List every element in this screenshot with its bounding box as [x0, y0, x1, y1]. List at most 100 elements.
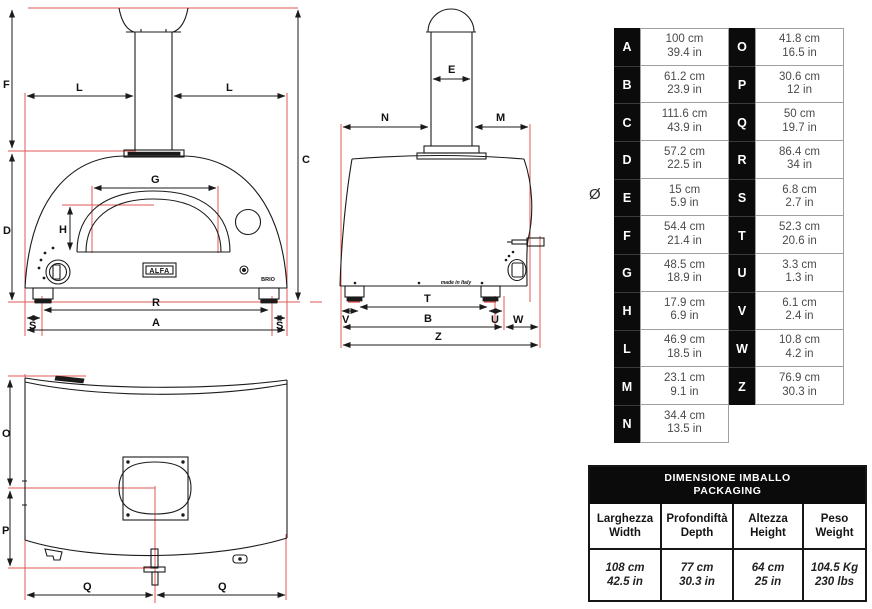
- gas-inlet-pipe: [511, 239, 528, 245]
- packaging-value-metric: 64 cm: [751, 562, 785, 574]
- dim-value-cm: 41.8 cm: [779, 33, 820, 46]
- dim-label-h: H: [59, 224, 67, 236]
- dim-value-in: 1.3 in: [785, 272, 814, 285]
- packaging-value-imperial: 42.5 in: [607, 576, 643, 588]
- dim-letter-cell: T: [729, 216, 755, 255]
- dim-value-in: 34 in: [787, 159, 812, 172]
- dim-label-w: W: [513, 314, 524, 326]
- dim-value-cm: 57.2 cm: [664, 145, 705, 158]
- dim-value-cm: 100 cm: [665, 33, 704, 46]
- dim-label-s-right: S: [276, 320, 283, 332]
- packaging-label-italian: Larghezza: [596, 513, 654, 525]
- dim-label-f: F: [3, 79, 10, 91]
- side-view-drawing: made in Italy E N M T V U B W Z: [310, 8, 545, 348]
- dim-value-cm: 111.6 cm: [661, 108, 708, 121]
- dim-value-cm: 6.8 cm: [782, 183, 817, 196]
- dim-value-cm: 15 cm: [668, 183, 701, 196]
- dim-value-cm: 46.9 cm: [664, 334, 705, 347]
- dim-value-in: 2.4 in: [785, 310, 814, 323]
- dim-label-l-left: L: [76, 82, 83, 94]
- dim-value-in: 9.1 in: [670, 385, 699, 398]
- flue-mounting-plate: [122, 456, 189, 521]
- top-view-drawing: O P Q Q: [2, 374, 288, 603]
- dim-letter-cell: O: [729, 28, 755, 66]
- packaging-label-english: Height: [750, 527, 786, 539]
- dim-label-p: P: [2, 525, 9, 537]
- dim-label-t: T: [424, 293, 431, 305]
- packaging-value-metric: 104.5 Kg: [810, 562, 859, 574]
- front-view-dimensions: F D C L L G H R S S A: [3, 9, 310, 333]
- packaging-title-line1: DIMENSIONE IMBALLO: [664, 472, 791, 484]
- dim-letter-cell: C: [614, 103, 640, 142]
- dim-letter-cell: F: [614, 216, 640, 255]
- dim-label-g: G: [151, 174, 160, 186]
- packaging-label-english: Width: [609, 527, 641, 539]
- dim-value-cm: 6.1 cm: [782, 296, 817, 309]
- dim-label-a: A: [152, 317, 160, 329]
- dim-value-in: 13.5 in: [667, 423, 702, 436]
- dim-value-in: 16.5 in: [782, 46, 817, 59]
- dim-value-cm: 34.4 cm: [664, 409, 705, 422]
- dim-label-q-right: Q: [218, 581, 227, 593]
- packaging-value-imperial: 30.3 in: [679, 576, 715, 588]
- brio-model-text: BRIO: [261, 277, 275, 283]
- alfa-logo: ALFA: [142, 262, 177, 278]
- dim-value-in: 23.9 in: [667, 84, 702, 97]
- dim-letter-cell: H: [614, 291, 640, 330]
- packaging-value-imperial: 230 lbs: [815, 576, 854, 588]
- dim-value-in: 43.9 in: [667, 121, 702, 134]
- dim-label-r: R: [152, 297, 160, 309]
- dim-label-v: V: [342, 314, 350, 326]
- dim-letter-cell: B: [614, 65, 640, 104]
- dim-letter-cell: E: [614, 178, 640, 217]
- dim-label-e: E: [448, 64, 455, 76]
- dim-letter-cell: L: [614, 329, 640, 368]
- dim-letter-cell: W: [729, 329, 755, 368]
- dim-label-c: C: [302, 154, 310, 166]
- dim-value-in: 30.3 in: [782, 385, 817, 398]
- dim-value-cm: 10.8 cm: [779, 334, 820, 347]
- dim-label-z: Z: [435, 331, 442, 343]
- dim-letter-cell: A: [614, 28, 640, 66]
- dim-label-l-right: L: [226, 82, 233, 94]
- dim-value-cm: 86.4 cm: [779, 145, 820, 158]
- packaging-value-metric: 77 cm: [680, 562, 714, 574]
- alfa-logo-text: ALFA: [149, 268, 169, 275]
- side-gas-knob: [507, 258, 527, 282]
- dim-letter-cell: N: [614, 404, 640, 443]
- dim-value-cm: 52.3 cm: [779, 221, 820, 234]
- packaging-table-header: DIMENSIONE IMBALLO PACKAGING: [590, 467, 865, 504]
- dim-value-in: 18.5 in: [667, 347, 702, 360]
- dim-value-cm: 48.5 cm: [664, 258, 705, 271]
- packaging-label-italian: Profondiftà: [666, 513, 728, 525]
- dim-value-in: 5.9 in: [670, 197, 699, 210]
- dim-value-cm: 50 cm: [783, 108, 816, 121]
- dim-letter-cell: R: [729, 141, 755, 179]
